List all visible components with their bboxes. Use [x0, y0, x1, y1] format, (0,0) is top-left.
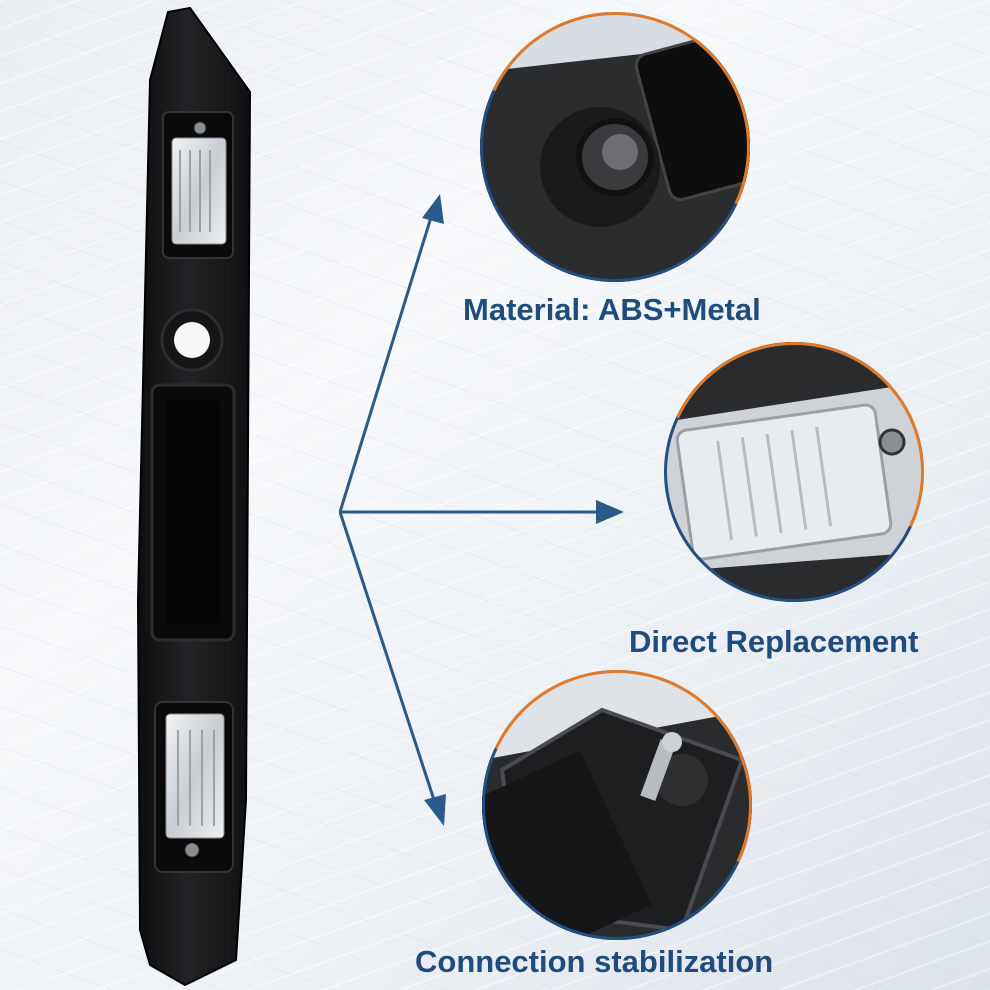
- connection-closeup-image: [482, 670, 752, 940]
- bottom-license-light: [154, 701, 234, 873]
- arrow-up-right-icon: [338, 213, 434, 513]
- handle-recess: [150, 383, 236, 642]
- feature-caption-replacement: Direct Replacement: [629, 624, 919, 659]
- top-license-light: [162, 111, 234, 259]
- light-lens-closeup-image: [664, 342, 924, 602]
- lock-cylinder-hole: [160, 308, 224, 372]
- feature-caption-connection: Connection stabilization: [415, 944, 774, 979]
- trunk-handle-strip-image: [136, 6, 252, 987]
- feature-caption-material: Material: ABS+Metal: [463, 292, 761, 327]
- material-closeup-image: [480, 12, 750, 282]
- arrow-down-right-icon: [338, 511, 438, 807]
